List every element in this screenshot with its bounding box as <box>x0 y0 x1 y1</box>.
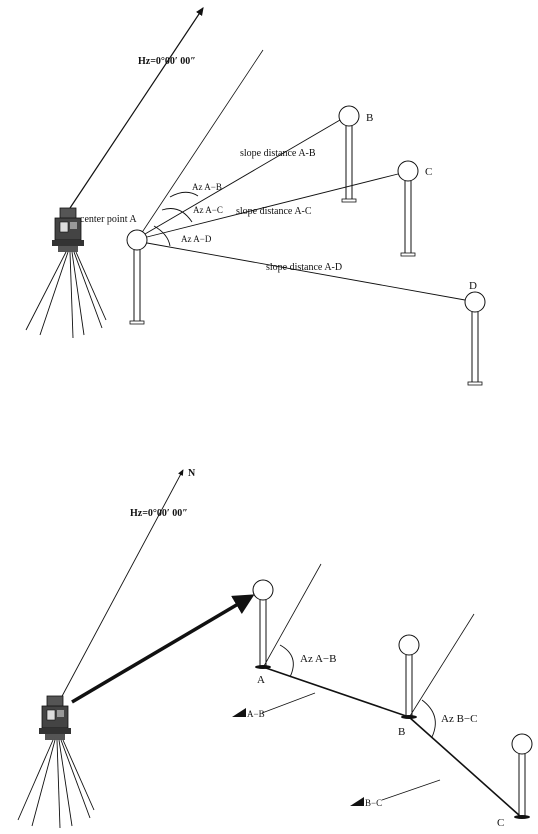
prism-d-icon <box>465 292 485 385</box>
dist-bc-label: B−C <box>365 798 382 808</box>
az-arc-ad <box>154 226 170 246</box>
reference-ray-b <box>410 614 474 716</box>
point-a-label: A <box>257 674 265 686</box>
point-c-label: C <box>425 166 432 178</box>
az-ab-bottom-label: Az A−B <box>300 653 336 665</box>
hz-label: Hz=0°00′ 00″ <box>138 56 196 67</box>
az-ac-label: Az A−C <box>193 205 223 215</box>
slope-ac-label: slope distance A-C <box>236 206 312 217</box>
az-arc-ab <box>170 192 198 197</box>
point-d-label: D <box>469 280 477 292</box>
prism-a-icon <box>127 230 147 324</box>
prism-c-icon <box>398 161 418 256</box>
slope-ab-label: slope distance A-B <box>240 148 316 159</box>
tripod-icon-bottom <box>18 740 94 828</box>
point-b-label: B <box>366 112 373 124</box>
top-diagram: Hz=0°00′ 00″ center point A <box>26 8 485 385</box>
north-reference-line <box>70 8 203 208</box>
hz-label-bottom: Hz=0°00′ 00″ <box>130 508 188 519</box>
tripod-icon <box>26 252 106 338</box>
north-label: N <box>188 468 196 479</box>
prism-c-bottom-icon <box>512 734 532 819</box>
reference-ray-a <box>264 564 321 666</box>
point-c-bottom-label: C <box>497 817 504 829</box>
traverse-b-c <box>409 717 520 816</box>
slope-ad-label: slope distance A-D <box>266 262 342 273</box>
sight-arrow-to-a <box>72 597 250 702</box>
north-line <box>60 470 183 700</box>
dist-bc-symbol <box>350 780 440 806</box>
dist-ab-symbol <box>232 693 315 717</box>
total-station-icon-bottom <box>39 696 71 740</box>
center-point-label: center point A <box>80 214 137 225</box>
traverse-a-b <box>263 667 409 717</box>
az-ad-label: Az A−D <box>181 234 212 244</box>
az-ab-label: Az A−B <box>192 182 222 192</box>
point-b-bottom-label: B <box>398 726 405 738</box>
az-arc-ab-bottom <box>280 645 293 677</box>
az-bc-bottom-label: Az B−C <box>441 713 477 725</box>
dist-ab-label: A−B <box>247 709 265 719</box>
bottom-diagram: N Hz=0°00′ 00″ <box>18 468 532 829</box>
